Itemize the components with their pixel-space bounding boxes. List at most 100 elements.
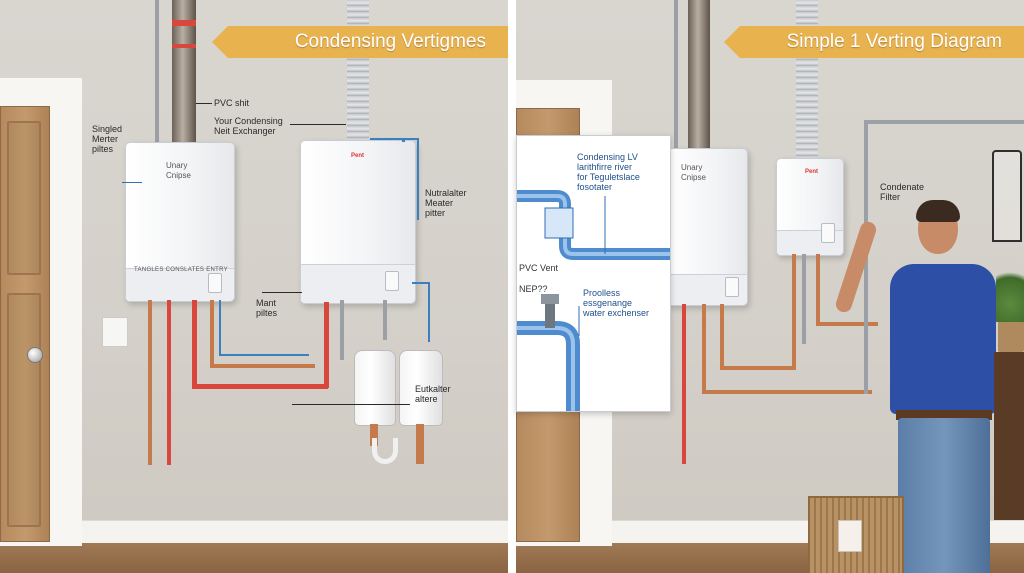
vent-duct <box>347 0 369 142</box>
copper-pipe <box>816 322 878 326</box>
copper-pipe <box>702 304 706 394</box>
cold-pipe <box>370 138 418 140</box>
red-band <box>172 20 196 26</box>
brand-logo: Pent <box>805 169 819 175</box>
technician-hair <box>916 200 960 222</box>
hot-pipe <box>682 304 686 464</box>
inset-label-pvc-vent: PVC Vent <box>519 263 559 273</box>
copper-pipe <box>148 300 152 465</box>
plant-pot <box>998 318 1024 352</box>
copper-pipe <box>702 390 872 394</box>
hot-pipe <box>167 300 171 465</box>
drain-trap <box>372 438 398 464</box>
door <box>0 106 50 542</box>
copper-pipe <box>720 366 792 370</box>
door-panel <box>7 293 41 527</box>
water-heater-right: Pent <box>300 140 416 304</box>
leader-line <box>122 182 142 183</box>
technician-belt <box>896 410 992 420</box>
heater-button <box>821 223 835 243</box>
cold-pipe <box>402 138 405 142</box>
cold-pipe <box>219 354 309 356</box>
baseboard <box>0 520 508 543</box>
left-banner: Condensing Vertigmes <box>212 26 508 58</box>
cold-pipe <box>219 300 221 356</box>
heater-button <box>385 271 399 291</box>
inset-drain-pipe-inner <box>517 326 575 411</box>
cabinet <box>994 352 1024 520</box>
copper-pipe <box>720 304 724 368</box>
potted-plant <box>996 262 1024 352</box>
inset-valve <box>545 302 555 328</box>
label-pvc-shit: PVC shit <box>214 98 250 108</box>
cold-pipe <box>428 282 430 342</box>
label-nutralizer: Nutralalter Meater pitter <box>425 188 467 218</box>
door-panel <box>7 121 41 275</box>
inset-vent-pipe-inner <box>517 194 670 256</box>
water-heater-small: Pent <box>776 158 844 256</box>
inset-title: Condensing LV larithfirre river for Tegu… <box>577 152 640 192</box>
leader-line <box>262 292 302 293</box>
right-banner: Simple 1 Verting Diagram <box>724 26 1024 58</box>
leader-line <box>196 103 212 104</box>
wall-lantern <box>992 150 1022 242</box>
hot-pipe <box>324 302 329 388</box>
basket-cup <box>838 520 862 552</box>
unit-label: Unary Cnipse <box>166 161 191 180</box>
technician-shirt <box>890 264 996 414</box>
gas-line <box>674 0 678 150</box>
drain-pipe <box>802 254 806 344</box>
inset-pipe-drawing <box>517 190 670 411</box>
label-condensate-filter: Condenate Filter <box>880 182 925 202</box>
cold-pipe <box>417 138 419 220</box>
copper-pipe <box>210 300 214 368</box>
brand-logo: Pent <box>351 153 365 159</box>
filter-canister <box>399 350 443 426</box>
gas-line <box>155 0 159 145</box>
unit-label: Unary Cnipse <box>681 163 706 182</box>
label-single-meter: Singled Merter piltes <box>92 124 123 154</box>
filter-valve <box>416 424 424 464</box>
inset-drain-pipe <box>517 321 580 411</box>
filter-valve <box>370 424 378 446</box>
inset-valve-cap <box>541 294 559 304</box>
drain-pipe <box>340 300 344 360</box>
heater-button <box>725 277 739 297</box>
floor <box>0 543 508 573</box>
inset-label-process-exchanger: Proolless essgenange water exchenser <box>583 288 650 318</box>
light-switch <box>102 317 128 347</box>
inset-vent-pipe <box>517 190 670 260</box>
panel-divider <box>508 0 516 573</box>
inset-diagram: Condensing LV larithfirre river for Tegu… <box>516 135 671 412</box>
inset-label-neps: NEP?? <box>519 284 548 294</box>
unit-bottom-text: TANGLES CONSLATES ENTRY <box>134 267 228 273</box>
wall <box>0 0 508 573</box>
copper-pipe <box>210 364 315 368</box>
hot-pipe <box>192 384 328 389</box>
technician <box>833 200 1024 573</box>
red-band <box>172 44 196 48</box>
label-eutkalter: Eutkalter altere <box>415 384 451 404</box>
water-heater-left: Unary Cnipse TANGLES CONSLATES ENTRY <box>125 142 235 302</box>
water-heater-center: Unary Cnipse <box>666 148 748 306</box>
drain-pipe <box>383 300 387 340</box>
leader-line <box>292 404 410 405</box>
tool-basket <box>808 496 904 573</box>
door-knob <box>27 347 43 363</box>
label-condensing-exchanger: Your Condensing Neit Exchanger <box>214 116 283 136</box>
inset-fitting <box>544 207 574 239</box>
left-panel: Unary Cnipse TANGLES CONSLATES ENTRY Pen… <box>0 0 508 573</box>
copper-pipe <box>792 254 796 370</box>
flue-pipe <box>688 0 710 150</box>
vent-duct <box>796 0 818 160</box>
copper-pipe <box>816 254 820 326</box>
cold-pipe <box>412 282 430 284</box>
leader-line <box>290 124 346 125</box>
heater-button <box>208 273 222 293</box>
technician-jeans <box>898 418 990 573</box>
filter-canister <box>354 350 396 426</box>
hot-pipe <box>192 300 197 388</box>
label-mant-piltes: Mant piltes <box>256 298 278 318</box>
condensate-line <box>864 120 1024 124</box>
